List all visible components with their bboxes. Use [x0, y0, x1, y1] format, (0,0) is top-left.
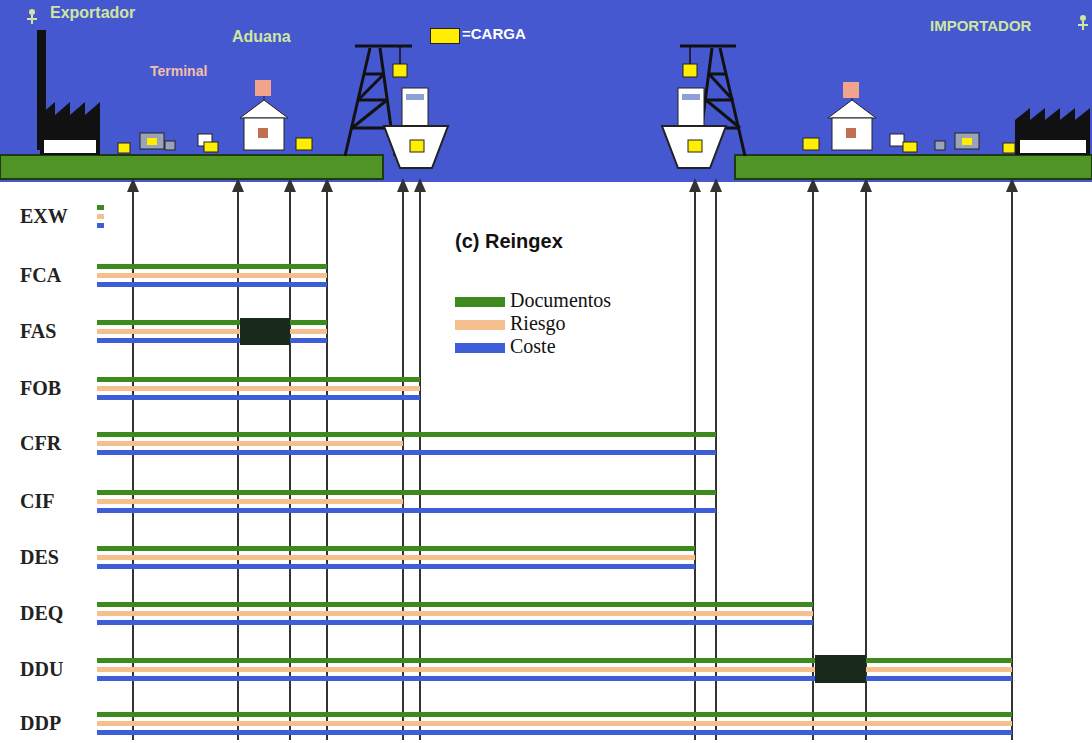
term-bar	[97, 214, 104, 219]
term-bar	[97, 721, 1012, 726]
legend-swatch	[455, 343, 505, 353]
term-bar	[97, 338, 327, 343]
term-bar	[97, 273, 327, 278]
term-bar	[97, 386, 420, 391]
term-bar	[97, 441, 403, 446]
term-bar	[97, 667, 1012, 672]
incoterm-code: FCA	[20, 264, 61, 286]
term-bar	[97, 611, 813, 616]
cargo-box	[393, 64, 407, 77]
customs-label: Aduana	[232, 28, 291, 46]
term-bar	[97, 395, 420, 400]
legend-text: =CARGA	[462, 26, 526, 43]
terminal-label: Terminal	[150, 64, 207, 79]
term-bar	[97, 320, 327, 325]
term-bar	[97, 205, 104, 210]
term-bar	[97, 712, 1012, 717]
term-bar	[97, 490, 716, 495]
ship	[384, 88, 448, 168]
term-bar	[97, 499, 403, 504]
term-bar	[97, 564, 695, 569]
incoterm-code: FAS	[20, 320, 56, 342]
sky-band	[0, 0, 1092, 182]
term-bar	[97, 264, 327, 269]
term-bar	[97, 223, 104, 228]
exception-block	[815, 655, 866, 683]
term-bar	[97, 658, 1012, 663]
term-bar	[97, 508, 716, 513]
incoterm-code: DES	[20, 546, 59, 568]
importer-factory	[1015, 15, 1090, 155]
term-bar	[97, 282, 327, 287]
importer-label: IMPORTADOR	[930, 18, 1031, 35]
customs-house	[118, 80, 312, 153]
ground-strip	[735, 155, 1092, 179]
term-bar	[97, 620, 813, 625]
exception-block	[240, 318, 290, 345]
incoterm-code: CIF	[20, 490, 54, 512]
cargo-box	[683, 64, 697, 77]
term-bar	[97, 602, 813, 607]
incoterm-code: EXW	[20, 205, 68, 227]
legend-text: Documentos	[510, 289, 611, 311]
term-bar	[97, 450, 716, 455]
term-bar	[97, 676, 1012, 681]
watermark: (c) Reingex	[455, 230, 563, 252]
term-bar	[97, 329, 327, 334]
term-bar	[97, 546, 695, 551]
exporter-factory	[27, 9, 100, 155]
legend-swatch	[455, 297, 505, 307]
incoterm-code: DDP	[20, 712, 61, 734]
legend-text: Riesgo	[510, 312, 566, 334]
stage-arrows	[127, 178, 1018, 740]
legend-text: Coste	[510, 335, 556, 357]
legend-swatch	[455, 320, 505, 330]
incoterm-code: DEQ	[20, 602, 63, 624]
term-bar	[97, 555, 695, 560]
ship	[662, 88, 726, 168]
incoterm-code: CFR	[20, 432, 61, 454]
legend-swatch	[430, 28, 460, 44]
incoterm-code: FOB	[20, 377, 61, 399]
incoterm-code: DDU	[20, 658, 63, 680]
term-bar	[97, 730, 1012, 735]
term-bar	[97, 432, 716, 437]
ground-strip	[0, 155, 383, 179]
customs-house	[803, 82, 1015, 153]
term-bar	[97, 377, 420, 382]
exporter-label: Exportador	[50, 4, 135, 22]
